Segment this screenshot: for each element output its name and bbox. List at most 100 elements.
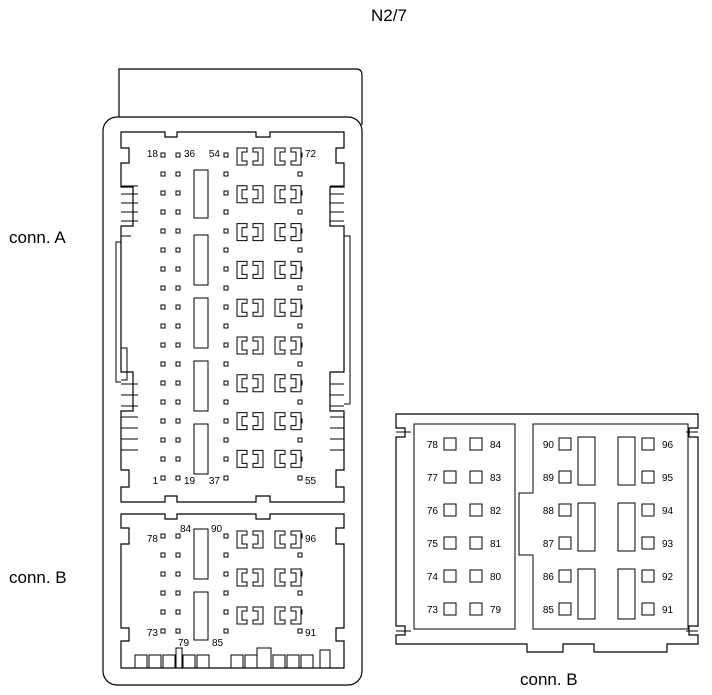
pin-contact <box>175 437 181 443</box>
terminal-clip <box>274 147 286 166</box>
pin-contact <box>160 571 166 577</box>
pin-contact <box>175 190 181 196</box>
pin-contact <box>223 361 229 367</box>
pin-number: 83 <box>490 473 502 484</box>
pin-number: 91 <box>305 628 317 639</box>
conn-a-frame <box>115 131 351 503</box>
pin-number: 75 <box>427 539 439 550</box>
pin-contact <box>175 475 181 481</box>
terminal-clip <box>274 374 286 393</box>
terminal-clip <box>290 260 302 279</box>
pin-contact <box>160 418 166 424</box>
pin-number: 77 <box>427 473 439 484</box>
pin-contact <box>443 536 457 550</box>
pin-contact <box>469 503 483 517</box>
terminal-clip <box>252 185 264 204</box>
terminal-slot <box>193 169 209 219</box>
pin-contact <box>297 285 303 291</box>
pin-contact <box>160 475 166 481</box>
pin-contact <box>641 536 655 550</box>
pin-contact <box>443 437 457 451</box>
pin-contact <box>160 456 166 462</box>
pin-number: 37 <box>209 476 221 487</box>
pin-contact <box>223 228 229 234</box>
left-connector-housing <box>102 68 363 686</box>
pin-number: 88 <box>543 506 555 517</box>
pin-contact <box>175 247 181 253</box>
pin-number: 81 <box>490 539 502 550</box>
terminal-clip <box>274 606 286 625</box>
pin-contact <box>160 399 166 405</box>
pin-contact <box>223 571 229 577</box>
pin-contact <box>175 285 181 291</box>
pin-contact <box>469 437 483 451</box>
pin-contact <box>469 470 483 484</box>
pin-number: 54 <box>209 149 221 160</box>
pin-number: 94 <box>662 506 674 517</box>
terminal-clip <box>274 298 286 317</box>
pin-number: 96 <box>662 440 674 451</box>
conn-b-right-label: conn. B <box>520 670 578 689</box>
pin-contact <box>160 209 166 215</box>
pin-number: 84 <box>490 440 502 451</box>
pin-contact <box>469 602 483 616</box>
pin-contact <box>297 399 303 405</box>
terminal-clip <box>252 412 264 431</box>
terminal-clip <box>252 606 264 625</box>
pin-contact <box>160 533 166 539</box>
pin-contact <box>223 171 229 177</box>
pin-contact <box>443 470 457 484</box>
terminal-clip <box>252 530 264 549</box>
pin-contact <box>558 569 572 583</box>
pin-number: 93 <box>662 539 674 550</box>
pin-number: 72 <box>305 149 317 160</box>
pin-contact <box>160 152 166 158</box>
terminal-clip <box>236 606 248 625</box>
terminal-clip <box>236 147 248 166</box>
pin-number: 80 <box>490 572 502 583</box>
pin-number: 96 <box>305 534 317 545</box>
pin-contact <box>175 361 181 367</box>
terminal-clip <box>252 298 264 317</box>
terminal-slot <box>193 234 209 286</box>
terminal-clip <box>290 412 302 431</box>
pin-number: 78 <box>427 440 439 451</box>
pin-contact <box>558 437 572 451</box>
pin-contact <box>160 228 166 234</box>
pin-contact <box>160 437 166 443</box>
terminal-clip <box>274 568 286 587</box>
pin-number: 90 <box>211 524 223 535</box>
terminal-clip <box>236 298 248 317</box>
pin-contact <box>223 437 229 443</box>
pin-contact <box>558 470 572 484</box>
pin-contact <box>175 304 181 310</box>
pin-contact <box>160 171 166 177</box>
terminal-clip <box>290 530 302 549</box>
terminal-clip <box>274 260 286 279</box>
pin-contact <box>558 503 572 517</box>
terminal-clip <box>290 606 302 625</box>
pin-number: 87 <box>543 539 555 550</box>
pin-number: 90 <box>543 440 555 451</box>
pin-contact <box>160 266 166 272</box>
pin-contact <box>469 536 483 550</box>
terminal-clip <box>236 374 248 393</box>
pin-contact <box>297 437 303 443</box>
terminal-clip <box>274 449 286 468</box>
pin-contact <box>160 304 166 310</box>
pin-contact <box>175 571 181 577</box>
pin-contact <box>160 342 166 348</box>
terminal-clip <box>236 530 248 549</box>
terminal-clip <box>290 223 302 242</box>
pin-number: 36 <box>184 149 196 160</box>
pin-contact <box>160 323 166 329</box>
terminal-clip <box>274 336 286 355</box>
pin-contact <box>469 569 483 583</box>
pin-contact <box>175 266 181 272</box>
diagram-title: N2/7 <box>371 6 407 25</box>
pin-contact <box>175 628 181 634</box>
pin-contact <box>223 285 229 291</box>
terminal-clip <box>252 223 264 242</box>
pin-number: 89 <box>543 473 555 484</box>
pin-contact <box>297 323 303 329</box>
